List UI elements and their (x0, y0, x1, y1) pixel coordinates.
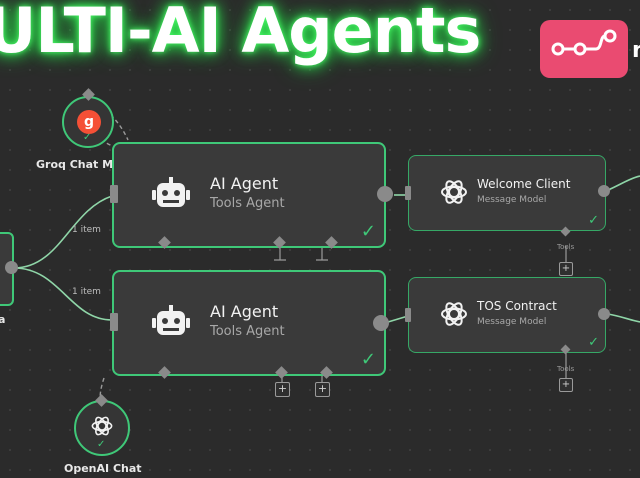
success-check-icon: ✓ (588, 335, 599, 350)
ai-agent-node-1[interactable]: AI Agent Tools Agent ✓ (112, 142, 386, 248)
openai-chat-model-node[interactable]: ✓ (74, 400, 130, 456)
tools-port-label: Tools (557, 243, 575, 251)
success-check-icon: ✓ (97, 439, 106, 450)
model1-output-handle[interactable] (598, 185, 610, 197)
edge-label-bottom: 1 item (72, 287, 101, 297)
agent1-output-handle[interactable] (377, 186, 393, 202)
agent1-input-handle[interactable] (110, 185, 118, 203)
success-check-icon: ✓ (360, 349, 376, 370)
openai-icon (441, 302, 467, 326)
success-check-icon: ✓ (360, 221, 376, 242)
agent2-add-tool-button[interactable]: + (315, 382, 330, 397)
agent-title: AI Agent (210, 302, 279, 321)
model-title: Welcome Client (477, 177, 571, 191)
groq-chat-model-node[interactable]: g ✓ (62, 96, 114, 148)
success-check-icon: ✓ (83, 132, 92, 143)
robot-icon (152, 305, 190, 335)
edge-label-top: 1 item (72, 225, 101, 235)
model-title: TOS Contract (477, 299, 557, 313)
model1-add-tool-button[interactable]: + (559, 262, 573, 276)
workflow-logo-icon (551, 29, 617, 56)
ai-agent-node-2[interactable]: AI Agent Tools Agent ✓ (112, 270, 386, 376)
trigger-node-caption: a (0, 313, 6, 326)
model-subtitle: Message Model (477, 317, 547, 327)
openai-icon (91, 416, 113, 436)
robot-icon (152, 177, 190, 207)
tools-port-label: Tools (557, 365, 575, 373)
model2-input-handle[interactable] (405, 308, 411, 322)
agent-title: AI Agent (210, 174, 279, 193)
success-check-icon: ✓ (588, 213, 599, 228)
groq-chat-caption: Groq Chat M (36, 158, 114, 171)
welcome-client-node[interactable]: Welcome Client Message Model ✓ (408, 155, 606, 231)
model2-output-handle[interactable] (598, 308, 610, 320)
trigger-output-handle[interactable] (5, 261, 18, 274)
model2-add-tool-button[interactable]: + (559, 378, 573, 392)
n8n-logo (540, 20, 628, 78)
model-subtitle: Message Model (477, 195, 547, 205)
openai-icon (441, 180, 467, 204)
agent-subtitle: Tools Agent (210, 196, 285, 211)
openai-chat-caption: OpenAI Chat (64, 462, 142, 475)
banner-title: ULTI-AI Agents (0, 0, 481, 67)
agent2-add-memory-button[interactable]: + (275, 382, 290, 397)
groq-icon: g (77, 110, 101, 134)
logo-partial-text: n (632, 38, 640, 63)
agent-subtitle: Tools Agent (210, 324, 285, 339)
agent2-output-handle[interactable] (373, 315, 389, 331)
tos-contract-node[interactable]: TOS Contract Message Model ✓ (408, 277, 606, 353)
model1-input-handle[interactable] (405, 186, 411, 200)
agent2-input-handle[interactable] (110, 313, 118, 331)
